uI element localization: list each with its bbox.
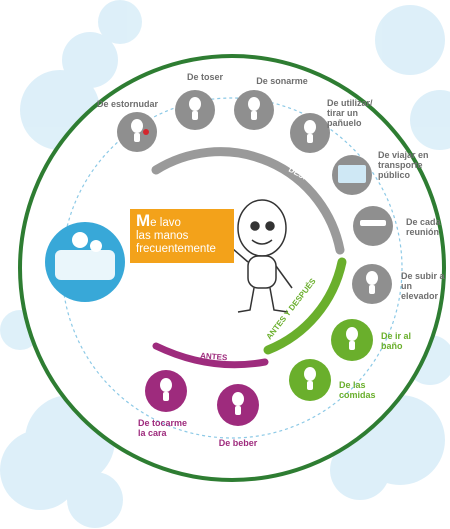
dashed-orbit: [61, 97, 403, 439]
callout-line-3: frecuentemente: [136, 243, 216, 255]
callout-line-2: las manos: [136, 230, 189, 242]
label-tocarme-cara: De tocarme la cara: [138, 418, 188, 438]
label-elevador: De subir a un elevador: [401, 271, 445, 301]
callout-initial: M: [136, 211, 151, 230]
callout-headline: e lavo: [150, 217, 181, 229]
center-callout: Me lavo las manos frecuentemente: [130, 209, 234, 263]
antes-arc: [152, 342, 269, 369]
label-transporte: De viajar en transporte público: [378, 150, 429, 180]
label-sonarme: De sonarme: [256, 76, 308, 86]
label-reunion: De cada reunión: [406, 217, 441, 237]
label-beber: De beber: [218, 438, 258, 448]
label-panuelo: De utilizar/ tirar un pañuelo: [327, 98, 373, 128]
despues-arc: [151, 147, 345, 255]
label-estornudar: De estornudar: [97, 99, 159, 109]
antes-arc-label: ANTES: [200, 351, 228, 362]
label-toser: De toser: [186, 72, 223, 82]
label-comidas: De las comidas: [339, 380, 376, 400]
label-bano: De ir al baño: [381, 331, 412, 351]
antes-y-despues-arc: [263, 257, 347, 355]
